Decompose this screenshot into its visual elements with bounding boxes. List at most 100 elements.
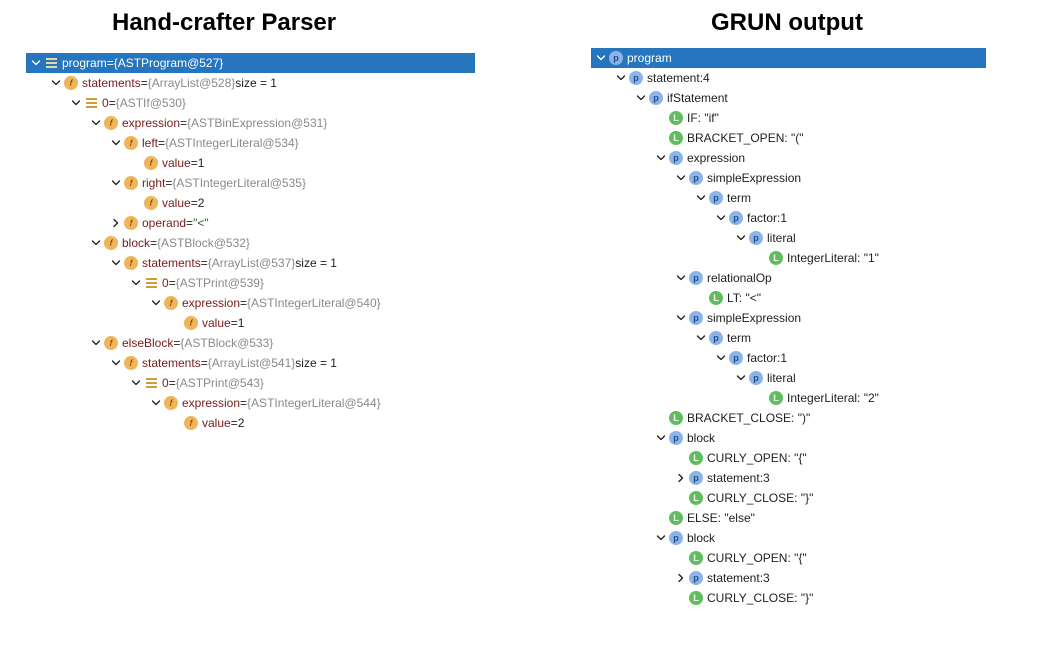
chevron-right-icon[interactable] [108, 213, 124, 233]
chevron-down-icon[interactable] [128, 273, 144, 293]
variable-value: {ASTIf@530} [115, 96, 186, 110]
chevron-down-icon[interactable] [633, 88, 649, 108]
chevron-down-icon[interactable] [28, 53, 44, 73]
chevron-down-icon[interactable] [108, 353, 124, 373]
chevron-down-icon[interactable] [108, 253, 124, 273]
chevron-down-icon[interactable] [673, 268, 689, 288]
variable-value: 2 [197, 196, 205, 210]
parser-rule-icon: p [649, 91, 663, 105]
chevron-down-icon[interactable] [88, 233, 104, 253]
variable-row[interactable]: 0 = {ASTPrint@539} [26, 273, 264, 293]
chevron-down-icon[interactable] [108, 133, 124, 153]
chevron-down-icon[interactable] [88, 113, 104, 133]
chevron-down-icon[interactable] [733, 228, 749, 248]
chevron-down-icon[interactable] [128, 373, 144, 393]
chevron-down-icon[interactable] [48, 73, 64, 93]
variable-row[interactable]: program = {ASTProgram@527} [26, 53, 475, 73]
variable-separator: = [180, 116, 188, 130]
variable-row[interactable]: 0 = {ASTPrint@543} [26, 373, 264, 393]
variable-separator: = [186, 216, 194, 230]
variable-value: "<" [193, 216, 209, 230]
chevron-right-icon[interactable] [673, 568, 689, 588]
variable-name: value [162, 156, 191, 170]
chevron-down-icon[interactable] [713, 348, 729, 368]
node-label: literal [767, 371, 796, 385]
chevron-down-icon[interactable] [68, 93, 84, 113]
parser-rule-icon: p [689, 571, 703, 585]
chevron-down-icon[interactable] [148, 293, 164, 313]
variable-value: {ASTIntegerLiteral@535} [172, 176, 306, 190]
lexer-token-icon: L [669, 131, 683, 145]
chevron-down-icon[interactable] [673, 308, 689, 328]
chevron-down-icon[interactable] [88, 333, 104, 353]
chevron-right-icon[interactable] [673, 468, 689, 488]
variable-value: {ASTIntegerLiteral@544} [247, 396, 381, 410]
lexer-token-icon: L [689, 551, 703, 565]
chevron-down-icon[interactable] [653, 148, 669, 168]
chevron-down-icon[interactable] [653, 528, 669, 548]
variable-separator: = [158, 136, 166, 150]
chevron-down-icon[interactable] [653, 428, 669, 448]
chevron-down-icon[interactable] [613, 68, 629, 88]
chevron-down-icon[interactable] [108, 173, 124, 193]
left-panel-title: Hand-crafter Parser [112, 9, 337, 36]
chevron-down-icon[interactable] [733, 368, 749, 388]
chevron-down-icon[interactable] [693, 188, 709, 208]
variable-size: size = 1 [295, 356, 337, 370]
chevron-down-icon[interactable] [148, 393, 164, 413]
chevron-down-icon[interactable] [593, 48, 609, 68]
chevron-down-icon[interactable] [673, 168, 689, 188]
variable-row[interactable]: 0 = {ASTIf@530} [26, 93, 186, 113]
node-label: IntegerLiteral: "1" [787, 251, 879, 265]
parser-rule-icon: p [669, 151, 683, 165]
chevron-down-icon[interactable] [693, 328, 709, 348]
field-icon: f [144, 196, 158, 210]
variable-name: statements [142, 356, 201, 370]
variable-value: {ArrayList@528} [147, 76, 236, 90]
chevron-down-icon[interactable] [713, 208, 729, 228]
